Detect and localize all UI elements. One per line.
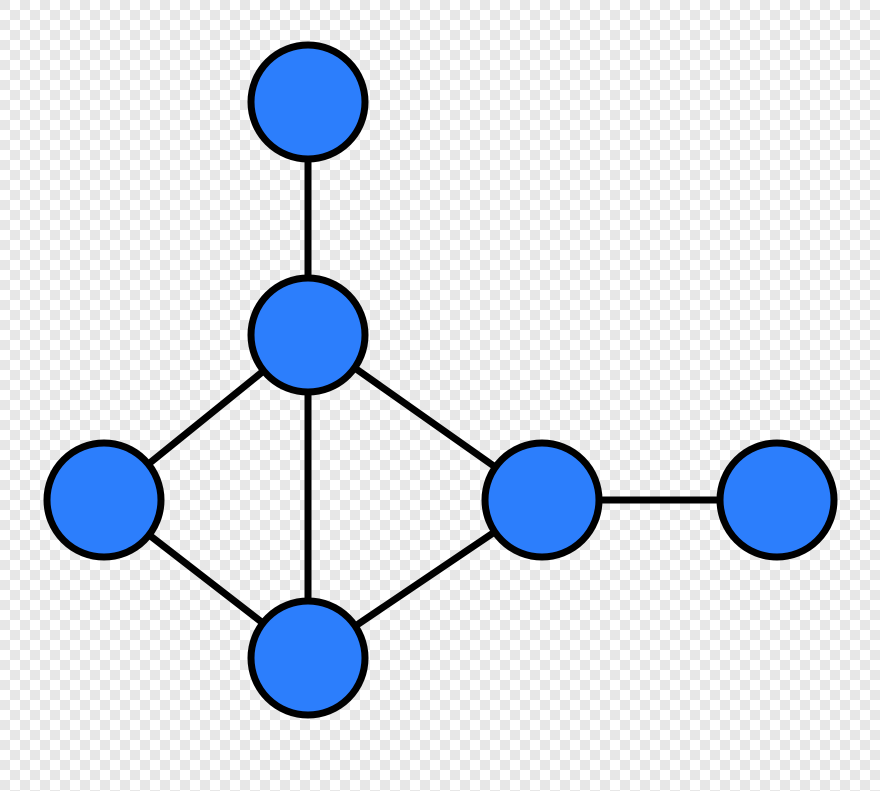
node-bottom	[247, 597, 369, 719]
nodes-layer	[43, 41, 838, 719]
node-right	[481, 439, 603, 561]
node-left	[43, 439, 165, 561]
node-top	[247, 41, 369, 163]
node-far-right	[716, 439, 838, 561]
node-center	[247, 274, 369, 396]
